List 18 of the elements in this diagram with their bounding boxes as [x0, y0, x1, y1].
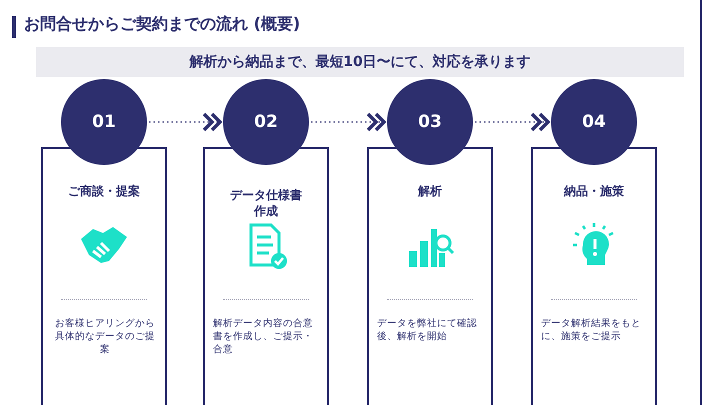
step-number-circle: 01: [61, 79, 147, 165]
step-card: [531, 147, 657, 405]
step-number-circle: 03: [387, 79, 473, 165]
step-card: [367, 147, 493, 405]
step-description: データ解析結果をもとに、施策をご提示: [541, 317, 642, 343]
step-number-circle: 04: [551, 79, 637, 165]
step-card: [203, 147, 329, 405]
step-heading: 納品・施策: [562, 183, 625, 199]
step-description: データを弊社にて確認後、解析を開始: [377, 317, 478, 343]
step-number-circle: 02: [223, 79, 309, 165]
step-description: お客様ヒアリングから具体的なデータのご提案: [54, 317, 156, 356]
page-title: お問合せからご契約までの流れ (概要): [24, 14, 300, 35]
step-heading: 解析: [416, 183, 443, 199]
step-description: 解析データ内容の合意書を作成し、ご提示・合意: [213, 317, 314, 356]
step-heading: ご商談・提案: [67, 183, 141, 199]
step-card: [41, 147, 167, 405]
step-heading: データ仕様書作成: [229, 187, 303, 219]
banner: 解析から納品まで、最短10日〜にて、対応を承ります: [36, 47, 684, 77]
